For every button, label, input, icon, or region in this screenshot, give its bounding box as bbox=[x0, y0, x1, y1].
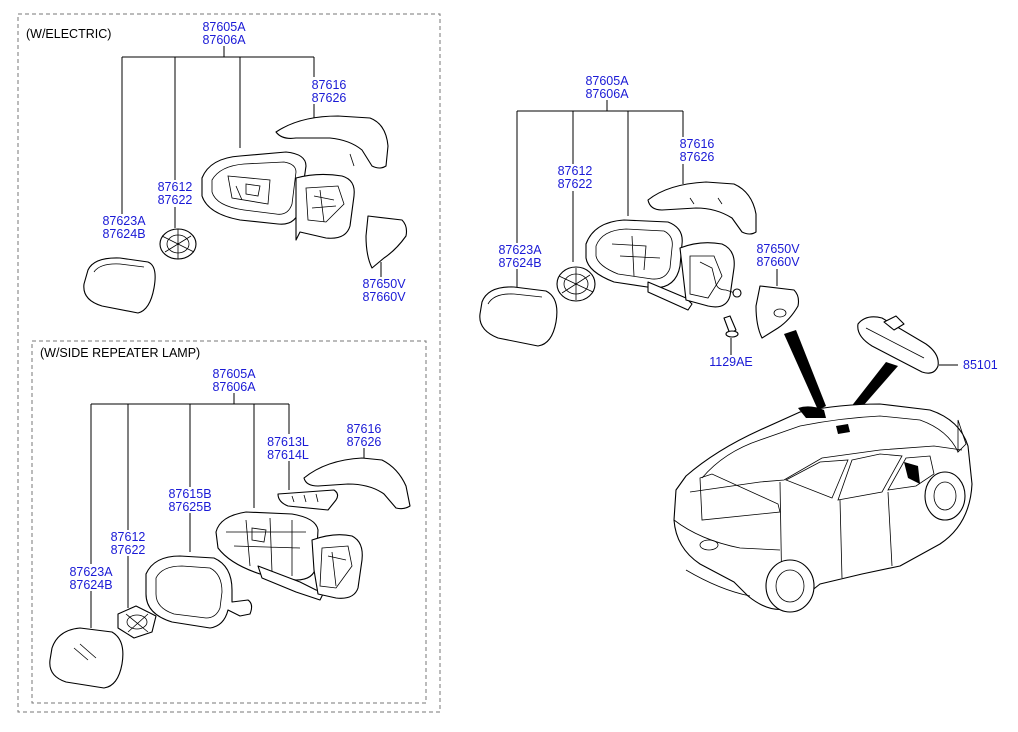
repeater-actuator bbox=[117, 605, 157, 639]
svg-text:87605A: 87605A bbox=[585, 74, 629, 88]
svg-text:87624B: 87624B bbox=[498, 256, 541, 270]
main-mirror-glass bbox=[479, 286, 558, 347]
svg-text:87623A: 87623A bbox=[102, 214, 146, 228]
main-callout-87612[interactable]: 87612 87622 bbox=[558, 164, 593, 191]
svg-text:87623A: 87623A bbox=[498, 243, 542, 257]
repeater-callout-87613[interactable]: 87613L 87614L bbox=[267, 435, 309, 462]
svg-text:87622: 87622 bbox=[111, 543, 146, 557]
electric-callout-87605[interactable]: 87605A 87606A bbox=[202, 20, 246, 47]
svg-text:87616: 87616 bbox=[347, 422, 382, 436]
side-repeater-header: (W/SIDE REPEATER LAMP) bbox=[40, 346, 200, 360]
svg-text:87606A: 87606A bbox=[212, 380, 256, 394]
svg-text:87624B: 87624B bbox=[69, 578, 112, 592]
svg-text:87605A: 87605A bbox=[202, 20, 246, 34]
main-screw-1129ae bbox=[723, 315, 739, 338]
repeater-callout-87623[interactable]: 87623A 87624B bbox=[69, 565, 113, 592]
main-actuator bbox=[556, 266, 596, 302]
svg-text:87650V: 87650V bbox=[362, 277, 406, 291]
svg-text:87622: 87622 bbox=[158, 193, 193, 207]
svg-text:87612: 87612 bbox=[558, 164, 593, 178]
repeater-mirror-cover bbox=[303, 457, 411, 510]
electric-lower-cover bbox=[365, 215, 408, 269]
electric-mirror-housing bbox=[201, 151, 355, 241]
repeater-callout-87605[interactable]: 87605A 87606A bbox=[212, 367, 256, 394]
svg-text:87622: 87622 bbox=[558, 177, 593, 191]
main-lower-cover bbox=[755, 285, 800, 339]
repeater-mirror-housing bbox=[215, 511, 363, 601]
svg-text:87650V: 87650V bbox=[756, 242, 800, 256]
vehicle-illustration bbox=[673, 403, 973, 613]
main-callout-87650[interactable]: 87650V 87660V bbox=[756, 242, 800, 269]
svg-text:87612: 87612 bbox=[111, 530, 146, 544]
main-callout-87616[interactable]: 87616 87626 bbox=[680, 137, 715, 164]
main-callout-85101[interactable]: 85101 bbox=[963, 358, 998, 372]
electric-section-box bbox=[17, 13, 441, 713]
svg-text:87616: 87616 bbox=[680, 137, 715, 151]
svg-text:87615B: 87615B bbox=[168, 487, 211, 501]
svg-text:87605A: 87605A bbox=[212, 367, 256, 381]
svg-text:85101: 85101 bbox=[963, 358, 998, 372]
repeater-callout-87615[interactable]: 87615B 87625B bbox=[168, 487, 211, 514]
repeater-lamp bbox=[277, 489, 339, 511]
repeater-callout-87612[interactable]: 87612 87622 bbox=[111, 530, 146, 557]
main-callout-1129ae[interactable]: 1129AE bbox=[709, 355, 753, 369]
svg-text:87606A: 87606A bbox=[202, 33, 246, 47]
svg-text:87626: 87626 bbox=[680, 150, 715, 164]
repeater-mirror-glass bbox=[49, 627, 124, 689]
repeater-callout-87616[interactable]: 87616 87626 bbox=[347, 422, 382, 449]
electric-mirror-cover bbox=[275, 115, 389, 169]
electric-callout-87612[interactable]: 87612 87622 bbox=[158, 180, 193, 207]
svg-text:87660V: 87660V bbox=[362, 290, 406, 304]
main-callout-87623[interactable]: 87623A 87624B bbox=[498, 243, 542, 270]
repeater-leader-lines bbox=[90, 393, 365, 628]
svg-text:1129AE: 1129AE bbox=[709, 355, 753, 369]
electric-actuator bbox=[159, 228, 197, 260]
side-repeater-section-box bbox=[31, 340, 427, 704]
svg-text:87660V: 87660V bbox=[756, 255, 800, 269]
main-callout-87605[interactable]: 87605A 87606A bbox=[585, 74, 629, 101]
electric-callout-87623[interactable]: 87623A 87624B bbox=[102, 214, 146, 241]
electric-header: (W/ELECTRIC) bbox=[26, 27, 111, 41]
main-mirror-cover bbox=[647, 181, 757, 235]
electric-mirror-glass bbox=[83, 257, 156, 314]
svg-text:87624B: 87624B bbox=[102, 227, 145, 241]
svg-text:87612: 87612 bbox=[158, 180, 193, 194]
main-leader-lines bbox=[516, 100, 958, 366]
svg-text:87606A: 87606A bbox=[585, 87, 629, 101]
svg-text:87616: 87616 bbox=[312, 78, 347, 92]
electric-callout-87650[interactable]: 87650V 87660V bbox=[362, 277, 406, 304]
electric-leader-lines bbox=[121, 46, 382, 277]
inside-rear-view-mirror bbox=[857, 315, 939, 374]
main-mirror-housing bbox=[585, 219, 742, 311]
svg-text:87626: 87626 bbox=[312, 91, 347, 105]
svg-text:87626: 87626 bbox=[347, 435, 382, 449]
electric-callout-87616[interactable]: 87616 87626 bbox=[312, 78, 347, 105]
pointer-door-mirror bbox=[784, 330, 826, 410]
svg-text:87614L: 87614L bbox=[267, 448, 309, 462]
svg-text:87623A: 87623A bbox=[69, 565, 113, 579]
svg-text:87625B: 87625B bbox=[168, 500, 211, 514]
repeater-mirror-frame bbox=[145, 555, 253, 629]
svg-text:87613L: 87613L bbox=[267, 435, 309, 449]
